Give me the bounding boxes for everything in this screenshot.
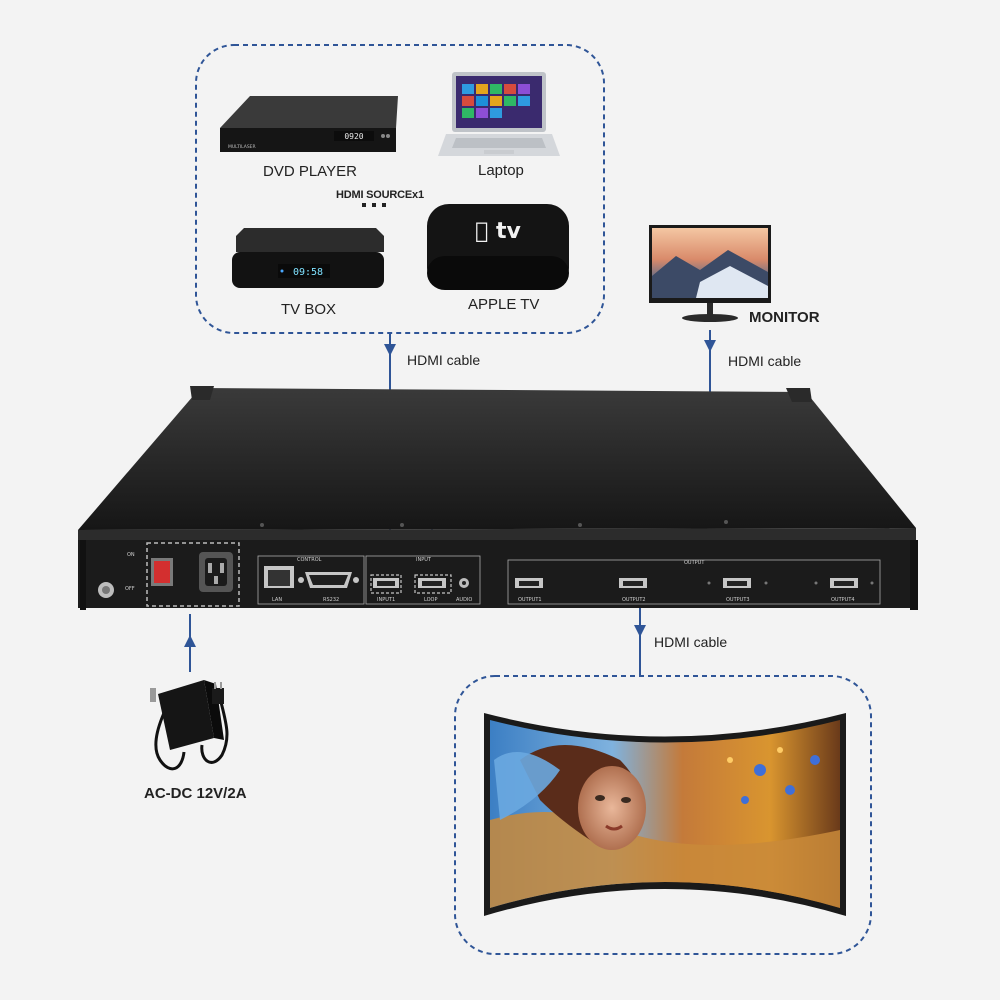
tv-box-image: 09:58 <box>232 228 384 288</box>
source-cable-label: HDMI cable <box>407 352 481 368</box>
dvd-display: 0920 <box>344 132 363 141</box>
output-dashed-box <box>454 675 872 955</box>
laptop-label: Laptop <box>478 162 524 179</box>
output-label: OUTPUT <box>684 560 705 566</box>
control-label: CONTROL <box>297 557 322 563</box>
output-cable-label: HDMI cable <box>654 634 728 650</box>
audio-label: AUDIO <box>456 597 472 603</box>
switch-off-label: OFF <box>125 586 135 592</box>
monitor-image <box>649 225 771 322</box>
output1-label: OUTPUT1 <box>518 597 542 603</box>
switch-on-label: ON <box>127 552 135 558</box>
lan-label: LAN <box>272 597 282 603</box>
output2-label: OUTPUT2 <box>622 597 646 603</box>
power-adapter-image <box>150 680 229 771</box>
dvd-player-image: 0920 MULTILASER <box>220 96 398 152</box>
curved-display-image <box>484 713 846 916</box>
arrow-heads <box>184 340 716 647</box>
video-wall-controller-device: ON OFF CONTROL LAN RS232 INPUT INPUT1 LO… <box>78 386 918 610</box>
power-adapter-label: AC-DC 12V/2A <box>144 785 247 802</box>
more-sources-dots <box>362 203 386 207</box>
laptop-image <box>438 72 560 156</box>
dvd-brand: MULTILASER <box>228 144 256 150</box>
output4-label: OUTPUT4 <box>831 597 855 603</box>
input-label: INPUT <box>416 557 432 563</box>
tv-box-label: TV BOX <box>281 301 337 318</box>
rs232-label: RS232 <box>323 597 339 603</box>
monitor-cable-label: HDMI cable <box>728 353 802 369</box>
tvbox-display: 09:58 <box>293 267 323 278</box>
apple-tv-logo:  tv <box>475 219 521 244</box>
dvd-player-label: DVD PLAYER <box>263 163 357 180</box>
loop-label: LOOP <box>424 597 438 603</box>
apple-tv-image:  tv <box>427 204 569 290</box>
monitor-label: MONITOR <box>749 309 820 326</box>
apple-tv-label: APPLE TV <box>468 296 540 313</box>
hdmi-source-count-label: HDMI SOURCEx1 <box>336 189 424 201</box>
output3-label: OUTPUT3 <box>726 597 750 603</box>
sources-dashed-box <box>195 44 605 334</box>
input1-label: INPUT1 <box>377 597 395 603</box>
